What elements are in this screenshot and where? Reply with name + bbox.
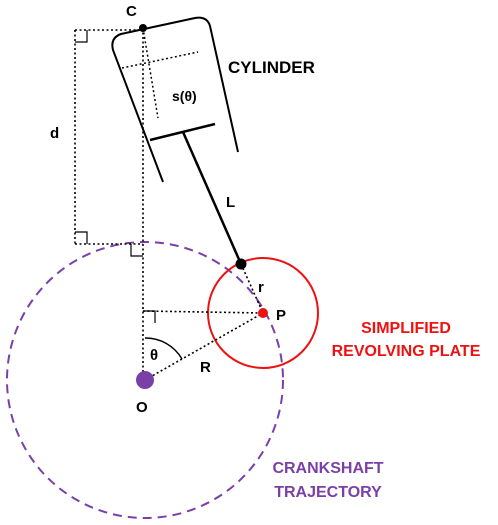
label-cylinder: CYLINDER (228, 58, 315, 77)
right-angle-markers (75, 30, 156, 323)
label-o: O (136, 399, 148, 416)
cylinder-cross-line (121, 51, 199, 69)
horizontal-projection-line (142, 310, 264, 314)
connecting-rod (181, 131, 243, 265)
label-c: C (126, 3, 137, 20)
revolving-plate-circle (207, 257, 319, 369)
label-plate-line1: SIMPLIFIED (361, 320, 451, 337)
piston-head (149, 122, 216, 142)
point-c-dot (139, 24, 147, 32)
label-trajectory-line2: TRAJECTORY (274, 484, 382, 501)
label-trajectory-line1: CRANKSHAFT (272, 460, 383, 477)
label-r-small: r (258, 279, 264, 296)
point-p-dot (258, 308, 268, 318)
label-stroke: s(θ) (172, 88, 197, 104)
label-r-big: R (200, 359, 211, 376)
rod-end-dot (235, 258, 247, 270)
crankshaft-trajectory-circle (6, 241, 284, 519)
distance-d-bracket (74, 29, 143, 245)
label-p: P (276, 307, 286, 324)
label-theta: θ (150, 347, 158, 364)
label-l: L (226, 194, 235, 211)
label-plate-line2: REVOLVING PLATE (332, 343, 481, 360)
label-d: d (50, 125, 59, 142)
cylinder-body (111, 16, 239, 183)
crank-radius-line (144, 312, 264, 381)
angle-theta-arc (144, 337, 183, 360)
cylinder-axis-line (142, 27, 159, 119)
point-o-dot (136, 371, 154, 389)
